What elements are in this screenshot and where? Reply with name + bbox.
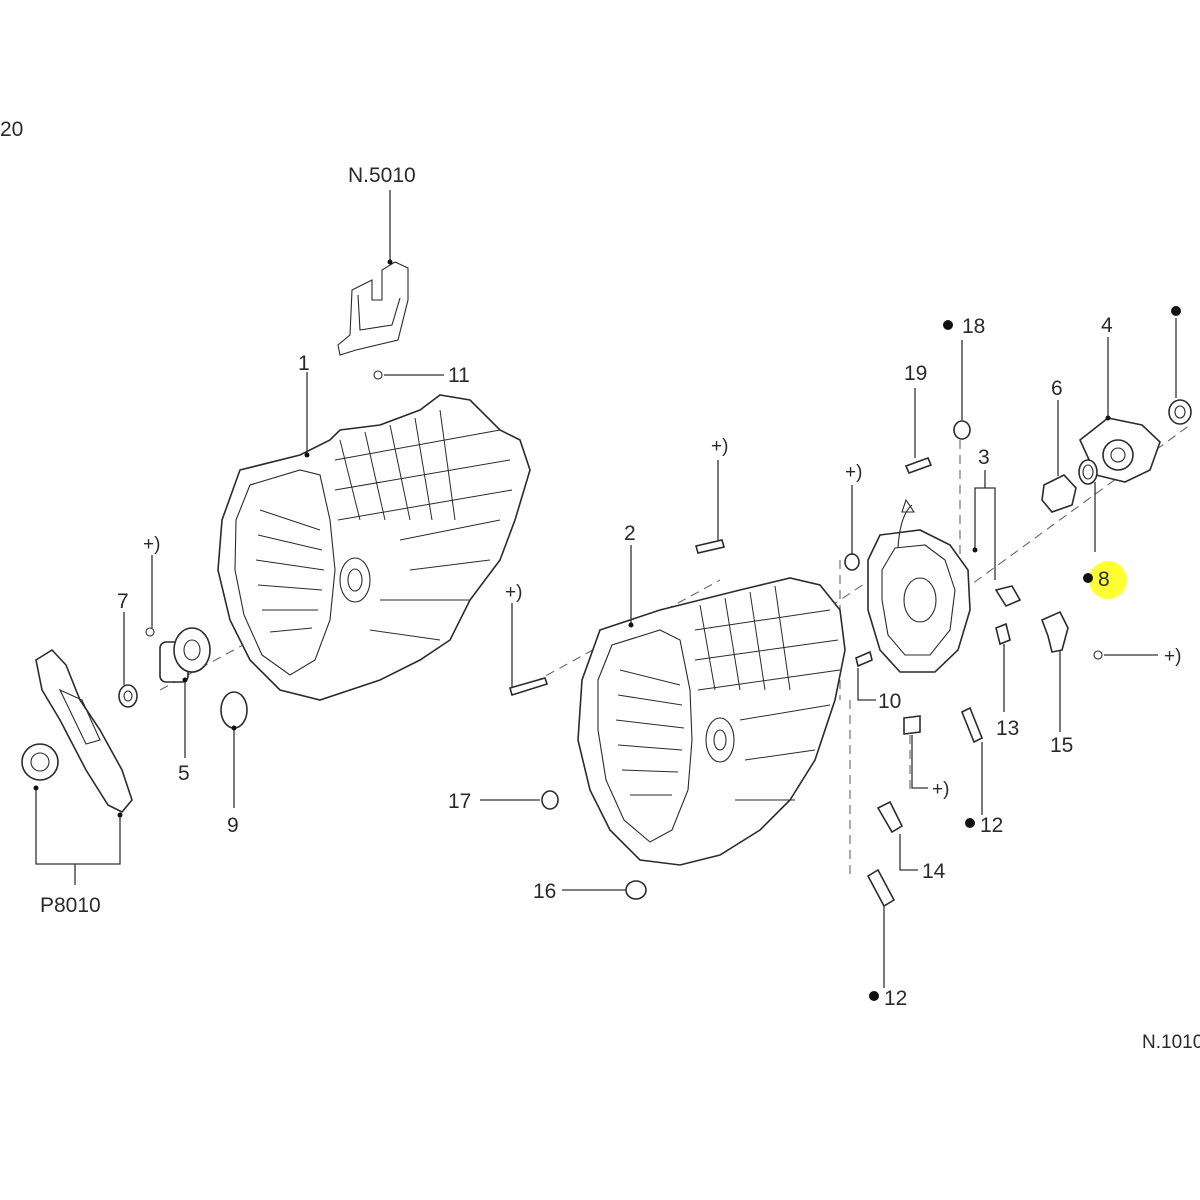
callout-19: 19 bbox=[904, 362, 927, 385]
callout-8: 8 bbox=[1098, 568, 1110, 591]
part-plug-plus: +) bbox=[903, 715, 949, 800]
callout-3: 3 bbox=[978, 446, 990, 469]
callout-17: 17 bbox=[448, 790, 471, 813]
plus-note-1: +) bbox=[143, 534, 160, 555]
part-p8010-fork: P8010 bbox=[21, 648, 133, 917]
callout-18: 18 bbox=[962, 315, 985, 338]
callout-group-11: 11 bbox=[373, 364, 470, 387]
part-12-bolt-lower: 12 bbox=[866, 868, 907, 1010]
callout-6: 6 bbox=[1051, 377, 1063, 400]
plus-note-cover: +) bbox=[844, 462, 862, 571]
part-9-cap: 9 bbox=[220, 691, 248, 837]
part-18-seal: 18 bbox=[943, 315, 985, 440]
callout-12-lower: 12 bbox=[884, 987, 907, 1010]
part-8-seal-ring: 8 bbox=[1078, 459, 1127, 599]
part-4-flange: 4 bbox=[1079, 314, 1161, 483]
plus-note-4: +) bbox=[845, 462, 862, 483]
callout-10: 10 bbox=[878, 690, 901, 713]
part-16-plug: 16 bbox=[533, 880, 647, 903]
callout-7: 7 bbox=[117, 590, 129, 613]
callout-13: 13 bbox=[996, 717, 1019, 740]
callout-15: 15 bbox=[1050, 734, 1073, 757]
part-17-plug: 17 bbox=[448, 790, 559, 813]
page-corner-label: 20 bbox=[0, 118, 23, 141]
plus-note-6: +) bbox=[932, 779, 949, 800]
bracket-n5010: N.5010 bbox=[337, 164, 416, 356]
callout-4: 4 bbox=[1101, 314, 1113, 337]
part-10-pin: 10 bbox=[855, 650, 901, 713]
callout-16: 16 bbox=[533, 880, 556, 903]
plus-note-right: +) bbox=[1093, 646, 1181, 667]
callout-n5010: N.5010 bbox=[348, 164, 416, 187]
part-6-coupling: 6 bbox=[1041, 377, 1077, 513]
callout-1: 1 bbox=[298, 352, 310, 375]
part-13-sensor: 13 bbox=[995, 622, 1019, 740]
plus-note-left: +) bbox=[143, 534, 160, 637]
part-12-bolt-upper: 12 bbox=[960, 706, 1003, 837]
part-15-switch: 15 bbox=[1040, 610, 1073, 757]
callout-p8010: P8010 bbox=[40, 894, 101, 917]
callout-5: 5 bbox=[178, 762, 190, 785]
plus-note-2: +) bbox=[505, 582, 522, 603]
housing-part-2: 2 bbox=[577, 522, 846, 866]
callout-12-upper: 12 bbox=[980, 814, 1003, 837]
callout-9: 9 bbox=[227, 814, 239, 837]
rear-cover-part-3: 3 bbox=[867, 446, 996, 673]
plus-note-3: +) bbox=[711, 436, 728, 457]
callout-14: 14 bbox=[922, 860, 946, 883]
callout-11: 11 bbox=[448, 364, 470, 387]
plus-note-5: +) bbox=[1164, 646, 1181, 667]
part-5-guide-tube: 5 bbox=[159, 627, 211, 785]
part-7-seal: 7 bbox=[117, 590, 138, 708]
part-14-sensor: 14 bbox=[876, 800, 946, 883]
part-19-pin: 19 bbox=[904, 362, 933, 475]
plus-note-bolt-a: +) bbox=[505, 582, 549, 697]
part-3-fitting bbox=[994, 585, 1022, 608]
drawing-code-label: N.1010 bbox=[1142, 1032, 1200, 1053]
highlight-marker bbox=[1089, 561, 1127, 599]
housing-part-1: 1 bbox=[217, 352, 531, 701]
callout-2: 2 bbox=[624, 522, 636, 545]
part-end-seal bbox=[1168, 306, 1192, 425]
plus-note-bolt-b: +) bbox=[694, 436, 728, 554]
